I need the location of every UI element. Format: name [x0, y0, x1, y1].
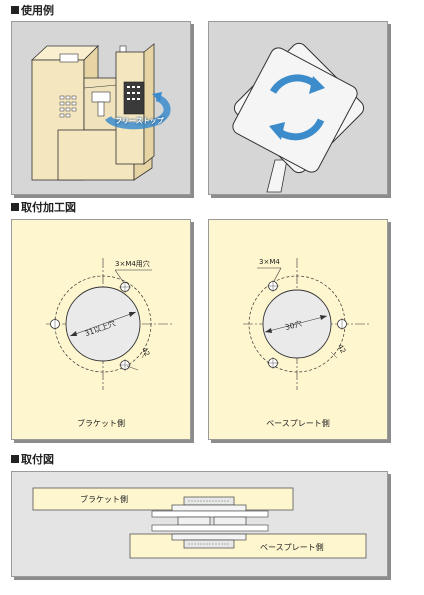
- base-hole-pattern: [243, 258, 369, 390]
- base-side-drawing: 3×M4 30穴 42 ベースプレート側: [208, 219, 388, 440]
- free-stop-tag: フリーストップ: [115, 117, 164, 125]
- square-bullet-icon: [11, 455, 19, 463]
- base-plate-label: ベースプレート側: [260, 543, 324, 552]
- bracket-hole-pattern: [46, 258, 172, 390]
- section-title-mounting: 取付図: [11, 453, 54, 466]
- mounting-cross-section: [32, 487, 367, 559]
- base-side-caption: ベースプレート側: [266, 419, 330, 428]
- usage-machine-panel: フリーストップ: [11, 21, 191, 195]
- base-hole-callout: 3×M4: [259, 258, 280, 266]
- rotating-panel-illustration: [232, 42, 365, 193]
- mounting-panel: ブラケット側 ベースプレート側: [11, 471, 388, 577]
- bracket-side-caption: ブラケット側: [77, 419, 125, 428]
- bracket-side-drawing: 3×M4用穴 31以上穴 42 ブラケット側: [11, 219, 191, 440]
- usage-sign-panel: [208, 21, 388, 195]
- bracket-hole-callout: 3×M4用穴: [115, 260, 150, 268]
- section-title-usage: 使用例: [11, 4, 54, 17]
- section-title-machining: 取付加工図: [11, 201, 76, 214]
- square-bullet-icon: [11, 6, 19, 14]
- square-bullet-icon: [11, 203, 19, 211]
- bracket-plate-label: ブラケット側: [80, 495, 128, 504]
- machine-illustration: [30, 43, 171, 181]
